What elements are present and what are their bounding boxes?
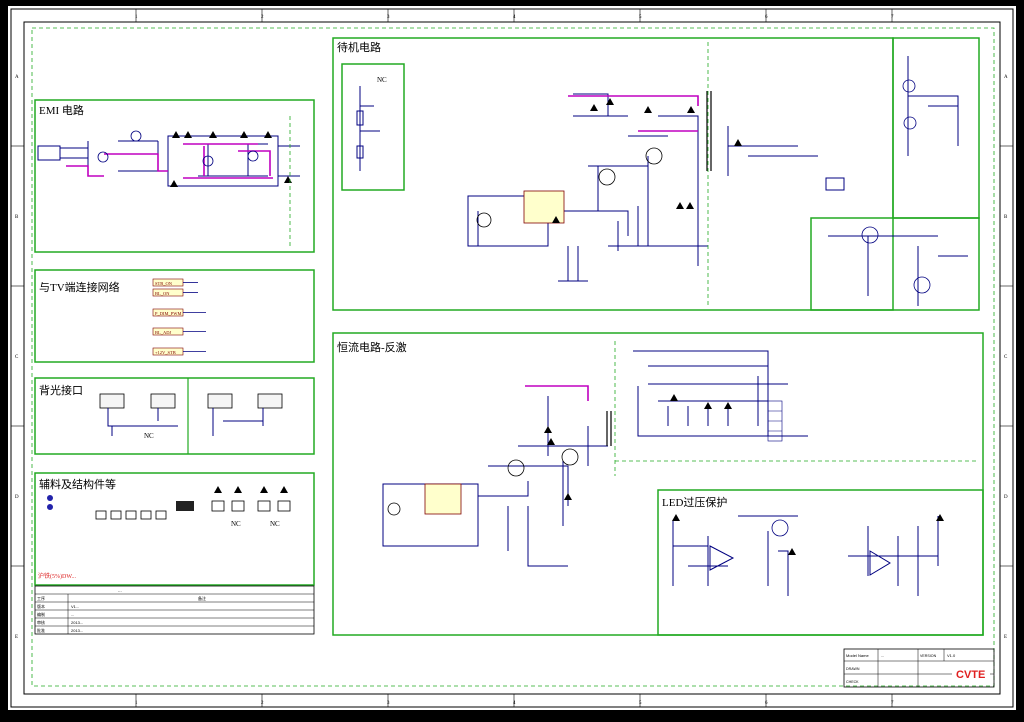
column-label: 7 (891, 15, 894, 20)
svg-text:...: ... (71, 612, 74, 617)
backlight-title: 背光接口 (39, 383, 83, 397)
process-table-header: 工序 (37, 595, 45, 601)
row-label: E (15, 635, 18, 640)
tv-net-item: STB_ON (152, 278, 198, 287)
process-note: 沪铁(5%)DW... (38, 572, 76, 580)
column-label: 4 (513, 15, 516, 20)
standby-nc-box (341, 63, 405, 191)
row-label: D (15, 495, 19, 500)
constant-current-title: 恒流电路-反激 (337, 340, 407, 354)
svg-text:BL_ADJ: BL_ADJ (155, 330, 171, 335)
tv-net-item: +12V_STB (152, 347, 206, 356)
tv-net-item: P_DIM_PWM (152, 308, 206, 317)
svg-text:版本: 版本 (37, 603, 45, 609)
svg-text:批准: 批准 (37, 627, 45, 633)
standby-nc-label: NC (377, 76, 387, 84)
process-table-header: 备注 (198, 595, 206, 601)
process-table-title: ... (118, 588, 122, 593)
svg-text:2013...: 2013... (71, 628, 83, 633)
model-name-label: Model Name (846, 653, 869, 658)
table-row: 审核 2013... (37, 619, 83, 625)
checked-label: CHECK (846, 680, 859, 684)
svg-text:编制: 编制 (37, 611, 45, 617)
outer-frame (10, 8, 1014, 708)
backlight-nc-label: NC (144, 432, 154, 440)
version-label: VERSION (920, 654, 937, 658)
column-label: 3 (387, 701, 390, 706)
frame-ticks (11, 9, 1013, 707)
column-label: 1 (135, 15, 138, 20)
cvte-logo: CVTE (956, 669, 985, 681)
svg-text:审核: 审核 (37, 619, 45, 625)
standby-section: 待机电路 NC (332, 37, 980, 311)
row-label: A (1004, 75, 1008, 80)
accessories-section: 辅料及结构件等 NC NC 沪铁(5%)DW... (34, 472, 315, 586)
tv-net-item: BL_ON (152, 288, 198, 297)
column-label: 5 (639, 15, 642, 20)
standby-title: 待机电路 (337, 40, 381, 54)
board-outline (31, 27, 995, 687)
row-label: A (15, 75, 19, 80)
process-table: ... 工序 备注 版本 V1... 编制 ... 审核 2013... 批准 … (34, 585, 315, 635)
row-label: C (15, 355, 19, 360)
accessories-title: 辅料及结构件等 (39, 477, 116, 491)
row-label: E (1004, 635, 1007, 640)
column-label: 5 (639, 701, 642, 706)
column-label: 4 (513, 701, 516, 706)
led-ovp-title: LED过压保护 (662, 495, 727, 509)
drawn-label: DRAWN (846, 667, 860, 671)
svg-text:P_DIM_PWM: P_DIM_PWM (155, 311, 182, 316)
svg-text:2013...: 2013... (71, 620, 83, 625)
svg-text:V1...: V1... (71, 604, 79, 609)
emi-title: EMI 电路 (39, 104, 84, 117)
row-label: C (1004, 355, 1008, 360)
row-label: B (1004, 215, 1008, 220)
column-label: 2 (261, 701, 264, 706)
svg-text:BL_ON: BL_ON (155, 291, 170, 296)
tv-net-item: BL_ADJ (152, 327, 206, 336)
column-label: 7 (891, 701, 894, 706)
accessories-nc-label-2: NC (270, 520, 280, 528)
column-label: 2 (261, 15, 264, 20)
table-row: 版本 V1... (37, 603, 79, 609)
backlight-section: 背光接口 NC (34, 377, 315, 455)
table-row: 编制 ... (37, 611, 74, 617)
emi-section: EMI 电路 (34, 99, 315, 253)
title-block: Model Name ... VERSION V1.0 DRAWN CHECK … (843, 648, 995, 688)
tv-connection-section: 与TV端连接网络 STB_ON BL_ON P_DIM_PWM (34, 269, 315, 363)
version-value: V1.0 (947, 653, 956, 658)
led-ovp-section: LED过压保护 (657, 489, 984, 636)
model-name-value: ... (881, 653, 884, 658)
row-label: B (15, 215, 19, 220)
svg-text:+12V_STB: +12V_STB (155, 350, 176, 355)
column-label: 6 (765, 15, 768, 20)
column-label: 6 (765, 701, 768, 706)
column-label: 1 (135, 701, 138, 706)
inner-frame (23, 21, 1001, 695)
column-label: 3 (387, 15, 390, 20)
tv-connection-title: 与TV端连接网络 (39, 280, 120, 294)
table-row: 批准 2013... (37, 627, 83, 633)
tv-net-list: STB_ON BL_ON P_DIM_PWM BL_ADJ (152, 278, 206, 356)
svg-text:STB_ON: STB_ON (155, 281, 173, 286)
accessories-nc-label-1: NC (231, 520, 241, 528)
row-label: D (1004, 495, 1008, 500)
